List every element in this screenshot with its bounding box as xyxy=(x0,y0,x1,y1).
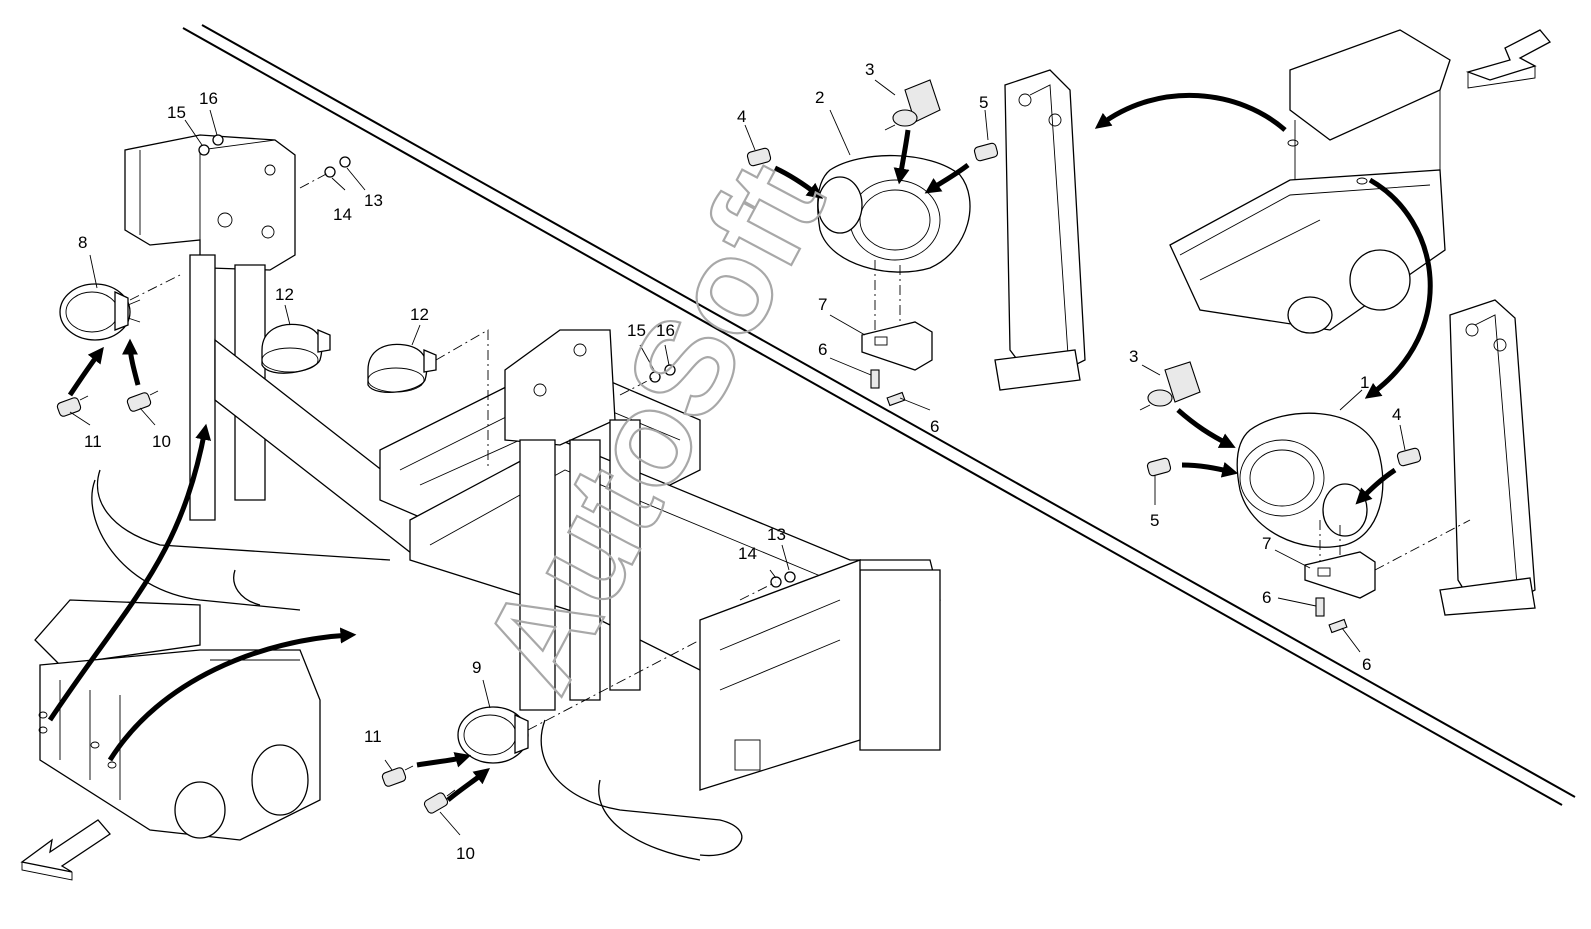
bracket-7-top xyxy=(861,321,933,371)
section-divider xyxy=(182,24,1576,806)
callout-14: 14 xyxy=(333,205,352,224)
callout-11: 11 xyxy=(84,432,102,451)
callout-6: 6 xyxy=(930,417,939,436)
callout-6: 6 xyxy=(1262,588,1271,607)
bulb-11-top xyxy=(56,395,89,417)
view-direction-arrow-icon-front xyxy=(20,819,111,881)
work-light-8 xyxy=(59,274,181,341)
callout-15: 15 xyxy=(167,103,186,122)
bulb-5-top xyxy=(973,142,999,162)
view-direction-arrow-icon-rear xyxy=(1465,29,1552,89)
callout-8: 8 xyxy=(78,233,87,252)
work-light-9 xyxy=(457,639,701,764)
callout-14: 14 xyxy=(738,544,757,563)
callout-7: 7 xyxy=(1262,534,1271,553)
bracket-7-bottom xyxy=(1304,519,1471,599)
callout-12: 12 xyxy=(410,305,429,324)
callout-3: 3 xyxy=(865,60,874,79)
callout-numbers: 8 15 16 14 13 12 12 11 10 15 16 13 14 9 … xyxy=(78,60,1401,863)
leader-lines xyxy=(69,79,1406,836)
callout-16: 16 xyxy=(199,89,218,108)
bulb-4-bottom xyxy=(1396,447,1422,467)
bulb-10-top xyxy=(126,390,159,412)
callout-15: 15 xyxy=(627,321,646,340)
callout-13: 13 xyxy=(767,525,786,544)
callout-7: 7 xyxy=(818,295,827,314)
front-frame-assembly xyxy=(91,134,941,861)
callout-4: 4 xyxy=(737,107,746,126)
headlamp-1 xyxy=(1236,412,1384,580)
halogen-bulb-3-top xyxy=(884,79,941,131)
fasteners-13-16-lower xyxy=(619,364,796,601)
bulb-10-bottom xyxy=(423,789,456,814)
callout-5: 5 xyxy=(1150,511,1159,530)
paver-machine-rear-view xyxy=(1169,29,1451,334)
reference-arrows-front xyxy=(47,338,490,802)
callout-5: 5 xyxy=(979,93,988,112)
callout-6: 6 xyxy=(818,340,827,359)
bulb-11-bottom xyxy=(381,765,414,787)
callout-3: 3 xyxy=(1129,347,1138,366)
callout-12: 12 xyxy=(275,285,294,304)
callout-11: 11 xyxy=(364,727,382,746)
callout-4: 4 xyxy=(1392,405,1401,424)
reference-arrows-rear xyxy=(773,92,1433,505)
rear-post-left xyxy=(994,69,1086,391)
bulb-5-bottom xyxy=(1146,457,1172,477)
callout-13: 13 xyxy=(364,191,383,210)
rear-post-right xyxy=(1439,299,1536,616)
halogen-bulb-3-bottom xyxy=(1139,361,1201,411)
callout-9: 9 xyxy=(472,658,481,677)
work-light-12-left xyxy=(261,323,331,374)
callout-6: 6 xyxy=(1362,655,1371,674)
bolts-6-top xyxy=(870,369,906,407)
callout-10: 10 xyxy=(152,432,171,451)
headlamp-2 xyxy=(817,154,971,345)
fasteners-13-16-upper xyxy=(198,134,351,189)
callout-10: 10 xyxy=(456,844,475,863)
callout-2: 2 xyxy=(815,88,824,107)
callout-1: 1 xyxy=(1360,373,1369,392)
work-light-12-right xyxy=(367,329,489,470)
callout-16: 16 xyxy=(656,321,675,340)
bulb-4-top xyxy=(746,147,772,167)
bolts-6-bottom xyxy=(1315,597,1348,634)
paver-machine-front-view xyxy=(34,599,321,841)
